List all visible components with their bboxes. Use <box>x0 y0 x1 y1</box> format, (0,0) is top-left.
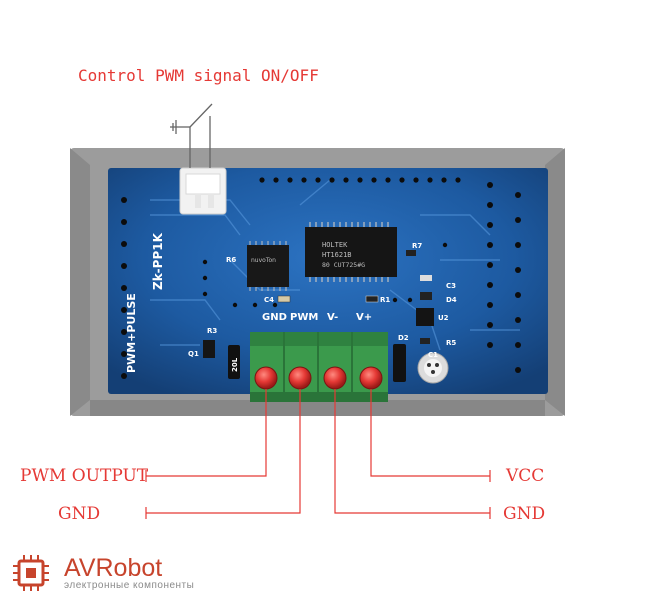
comp-label-c3: C3 <box>446 282 456 290</box>
gnd-right-label: GND <box>503 504 546 524</box>
comp-label-d2: D2 <box>398 334 409 342</box>
leader-gnd-left <box>146 389 301 514</box>
terminal-block <box>250 332 388 402</box>
pwm-control-connector <box>179 167 227 215</box>
comp-label-r7: R7 <box>412 242 422 250</box>
pwm-output-label: PWM OUTPUT <box>20 466 149 486</box>
comp-label-r5: R5 <box>446 339 456 347</box>
comp-label-r6: R6 <box>226 256 236 264</box>
leader-gnd-right <box>334 389 490 514</box>
small-chip-text: nuvoTon <box>251 257 276 264</box>
brand-tagline: электронные компоненты <box>64 580 195 591</box>
comp-label-q1: Q1 <box>188 350 199 358</box>
terminal-label-vplus: V+ <box>356 312 372 323</box>
chip-text-3: 80 CUT725#G <box>322 261 365 269</box>
silkscreen: Zk-PP1K PWM+PULSE GND PWM V- V+ R6 C4 R1… <box>125 232 457 373</box>
terminal-label-vminus: V- <box>327 312 338 323</box>
microcontroller-chip: nuvoTon <box>247 241 289 291</box>
terminal-screw-vplus <box>359 366 383 390</box>
chip-text-1: HOLTEK <box>322 241 348 249</box>
terminal-screw-vminus <box>323 366 347 390</box>
control-pwm-label: Control PWM signal ON/OFF <box>78 66 319 85</box>
subtitle-label: PWM+PULSE <box>125 293 138 373</box>
comp-label-d4: D4 <box>446 296 457 304</box>
leader-lines <box>145 389 491 519</box>
gnd-left-label: GND <box>58 504 101 524</box>
main-controller-chip: HOLTEK HT1621B 80 CUT725#G <box>305 222 397 282</box>
model-label: Zk-PP1K <box>151 232 165 290</box>
vcc-label: VCC <box>506 466 545 486</box>
brand-name: AVRobot <box>64 554 163 582</box>
terminal-label-pwm: PWM <box>290 312 318 323</box>
comp-label-r3: R3 <box>207 327 217 335</box>
terminal-label-gnd: GND <box>262 312 287 323</box>
switch-symbol <box>170 103 213 168</box>
comp-label-u2: U2 <box>438 314 449 322</box>
comp-label-c4: C4 <box>264 296 274 304</box>
leader-vcc <box>370 389 490 477</box>
leader-pwm-output <box>146 389 267 477</box>
terminal-screw-gnd <box>254 366 278 390</box>
avrobot-logo-icon <box>13 555 49 591</box>
terminal-screw-pwm <box>288 366 312 390</box>
comp-label-r1: R1 <box>380 296 390 304</box>
smd-components <box>203 250 449 384</box>
chip-text-2: HT1621B <box>322 251 352 259</box>
comp-marking: 20L <box>231 357 239 372</box>
comp-label-c1: C1 <box>428 351 438 359</box>
